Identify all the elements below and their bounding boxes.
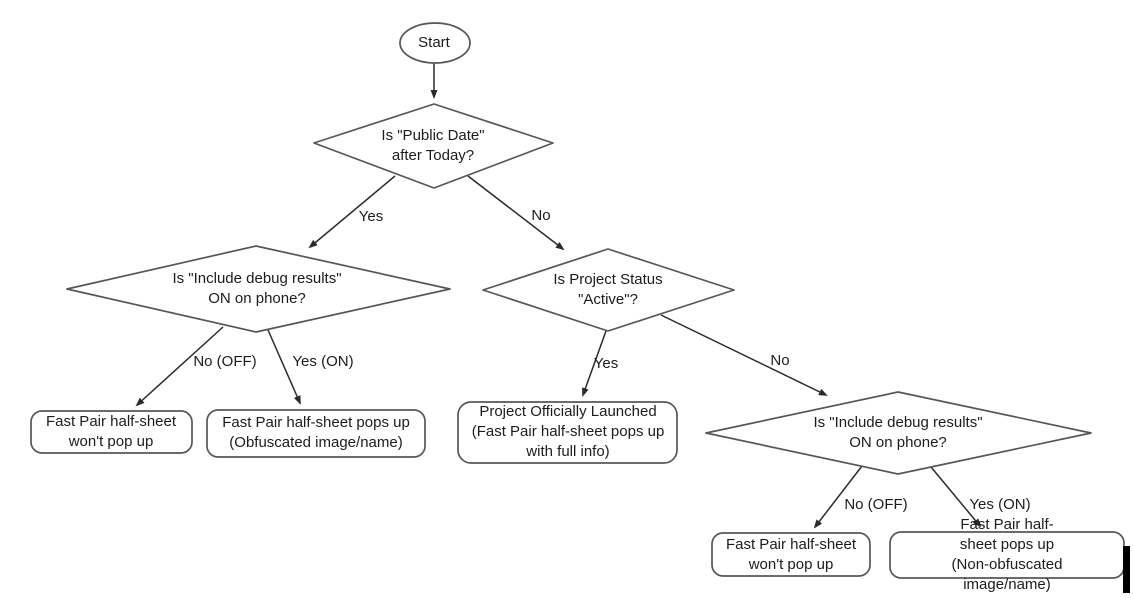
edge-label-public-date-yes: Yes (358, 208, 384, 225)
edge-label-project-status-no: No (770, 352, 790, 369)
outcome-no-popup-left-label: Fast Pair half-sheet won't pop up (45, 413, 177, 450)
edges (135, 63, 982, 529)
outcome-no-popup-right-label: Fast Pair half-sheet won't pop up (725, 536, 857, 573)
outcome-no-popup-left-shape (30, 410, 193, 454)
edge-label-debug-left-no: No (OFF) (193, 353, 257, 370)
outcome-no-popup-right-shape (711, 532, 871, 577)
edge-label-debug-left-yes: Yes (ON) (292, 353, 354, 370)
start-node-shape (399, 22, 471, 64)
decision-public-date-shape (313, 103, 554, 189)
edge-label-debug-right-yes: Yes (ON) (969, 496, 1031, 513)
edge-label-public-date-no: No (531, 207, 551, 224)
outcome-launched-label: Project Officially Launched (Fast Pair h… (471, 403, 665, 460)
edge-debug-left-yes (267, 329, 301, 405)
text-cursor-artifact (1123, 546, 1130, 593)
edge-debug-right-yes (930, 466, 982, 528)
start-node-label: Start (418, 34, 450, 51)
edge-debug-right-no (813, 465, 863, 529)
outcome-obfuscated-shape (206, 409, 426, 458)
edge-label-debug-right-no: No (OFF) (844, 496, 908, 513)
edge-public-date-no (467, 175, 565, 251)
decision-debug-left-label: Is "Include debug results" ON on phone? (172, 270, 342, 307)
outcome-obfuscated-label: Fast Pair half-sheet pops up (Obfuscated… (222, 414, 410, 451)
decision-project-status-label: Is Project Status "Active"? (553, 271, 663, 308)
outcome-non-obfuscated-label: Fast Pair half-sheet pops up (Non-obfusc… (951, 516, 1063, 593)
decision-debug-right-label: Is "Include debug results" ON on phone? (813, 414, 983, 451)
decision-project-status-shape (482, 248, 735, 332)
decision-debug-left-shape (66, 245, 451, 333)
decision-public-date-label: Is "Public Date" after Today? (381, 127, 485, 164)
edge-label-project-status-yes: Yes (593, 355, 619, 372)
edge-project-status-yes (582, 330, 607, 397)
decision-debug-right-shape (705, 391, 1092, 475)
edge-project-status-no (660, 314, 828, 396)
outcome-launched-shape (457, 401, 678, 464)
edge-public-date-yes (308, 175, 396, 249)
edge-debug-left-no (135, 326, 224, 407)
